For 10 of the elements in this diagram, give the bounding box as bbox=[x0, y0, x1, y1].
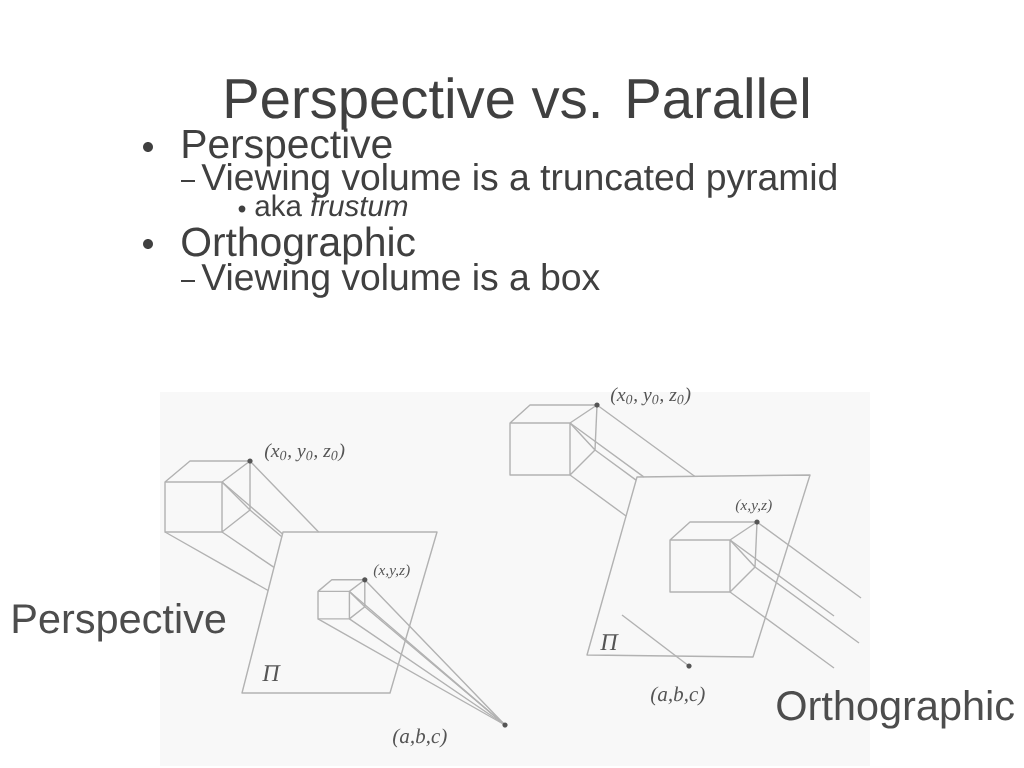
point-label: (x$_{0}$, y$_{0}$, z$_{0}$) bbox=[264, 443, 345, 462]
bullet-text: Orthographic bbox=[182, 226, 415, 265]
figure-caption: Orthographic bbox=[777, 689, 1014, 729]
point-label: (x,y,z) bbox=[373, 564, 410, 579]
slide-title: Perspective vs. Parallel bbox=[226, 77, 808, 130]
point-label: (a,b,c) bbox=[651, 686, 705, 706]
point-label: (a,b,c) bbox=[393, 728, 447, 748]
bullet-text: Viewing volume is a box bbox=[201, 263, 600, 298]
point-label: (x$_{0}$, y$_{0}$, z$_{0}$) bbox=[611, 387, 691, 406]
point-label: (x,y,z) bbox=[735, 499, 772, 514]
